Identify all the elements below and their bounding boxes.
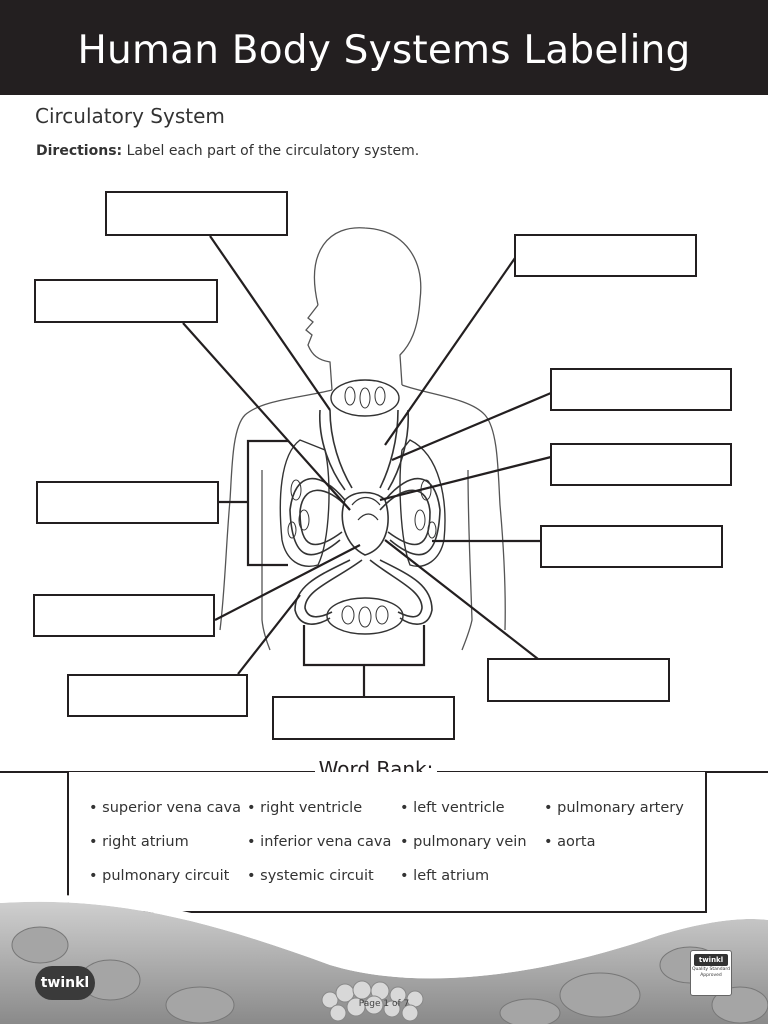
quality-badge: twinkl Quality Standard Approved bbox=[690, 950, 732, 996]
leader-line bbox=[379, 455, 552, 502]
systemic-lower-loop bbox=[294, 559, 363, 625]
upper-capillary-bed bbox=[330, 379, 400, 417]
leader-line bbox=[214, 544, 361, 621]
label-box[interactable] bbox=[36, 481, 219, 524]
section-title: Circulatory System bbox=[35, 104, 225, 128]
torso-outline bbox=[219, 389, 333, 631]
word-bank-item: • systemic circuit bbox=[247, 868, 374, 884]
word-bank-item: • superior vena cava bbox=[89, 800, 241, 816]
leader-line bbox=[384, 257, 516, 446]
label-box[interactable] bbox=[514, 234, 697, 277]
word-bank-item: • right ventricle bbox=[247, 800, 363, 816]
leader-bracket bbox=[302, 625, 426, 667]
leader-line bbox=[384, 539, 539, 660]
label-box[interactable] bbox=[487, 658, 670, 702]
page-header: Human Body Systems Labeling bbox=[0, 0, 768, 95]
label-box[interactable] bbox=[34, 279, 218, 323]
systemic-upper-loop bbox=[319, 409, 353, 491]
word-bank-item: • pulmonary artery bbox=[544, 800, 684, 816]
label-box[interactable] bbox=[550, 443, 732, 486]
pulmonary-loop-left bbox=[379, 477, 441, 556]
badge-text: Quality Standard Approved bbox=[692, 967, 730, 978]
directions-text: Label each part of the circulatory syste… bbox=[126, 143, 420, 159]
label-box[interactable] bbox=[105, 191, 288, 236]
heart bbox=[341, 491, 389, 556]
page-number: Page 1 of 7 bbox=[358, 999, 410, 1009]
word-bank-item: • inferior vena cava bbox=[247, 834, 392, 850]
footer-background bbox=[0, 895, 768, 1024]
label-box[interactable] bbox=[33, 594, 215, 637]
leader-bracket bbox=[246, 439, 288, 567]
twinkl-logo: twinkl bbox=[35, 966, 95, 1000]
word-bank-item: • pulmonary vein bbox=[400, 834, 527, 850]
lower-capillary-bed bbox=[326, 597, 404, 635]
leader-line bbox=[391, 391, 552, 462]
word-bank-item: • pulmonary circuit bbox=[89, 868, 230, 884]
head-outline bbox=[313, 227, 422, 386]
word-bank bbox=[67, 772, 707, 913]
word-bank-item: • right atrium bbox=[89, 834, 189, 850]
face-outline bbox=[305, 304, 333, 391]
leader-line bbox=[182, 322, 351, 511]
label-box[interactable] bbox=[272, 696, 455, 740]
badge-title: twinkl bbox=[694, 954, 728, 966]
leader-line bbox=[237, 594, 301, 675]
directions-label: Directions: bbox=[36, 143, 123, 159]
page-title: Human Body Systems Labeling bbox=[77, 28, 691, 73]
circulatory-diagram bbox=[182, 227, 552, 696]
pulmonary-loop-right bbox=[289, 477, 351, 556]
label-box[interactable] bbox=[540, 525, 723, 568]
label-box[interactable] bbox=[67, 674, 248, 717]
leader-line bbox=[209, 235, 331, 411]
directions: Directions: Label each part of the circu… bbox=[36, 143, 419, 159]
word-bank-item: • aorta bbox=[544, 834, 596, 850]
word-bank-item: • left ventricle bbox=[400, 800, 505, 816]
label-box[interactable] bbox=[550, 368, 732, 411]
word-bank-item: • left atrium bbox=[400, 868, 490, 884]
